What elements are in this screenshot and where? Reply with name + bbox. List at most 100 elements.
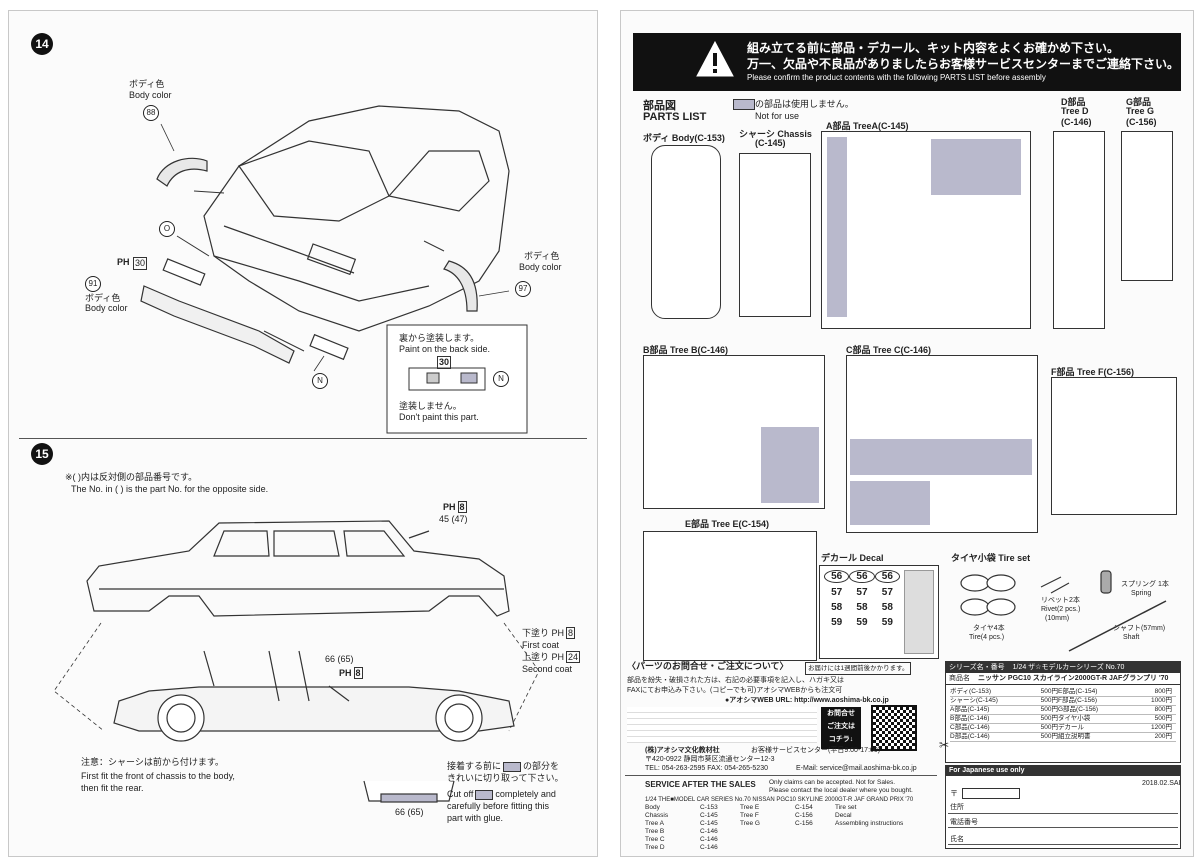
- first-coat-jp-text: 下塗り: [522, 628, 550, 638]
- address-line[interactable]: [948, 813, 1178, 814]
- cutoff-swatch-1: [503, 761, 522, 772]
- decal-number: 58: [831, 602, 843, 613]
- tree-g-en: Tree G: [1126, 106, 1155, 116]
- sas-cell: Decal: [835, 812, 852, 819]
- web-url-link[interactable]: ●アオシマWEB URL: http://www.aoshima-bk.co.j…: [725, 697, 889, 704]
- sas-cell: C-146: [700, 844, 718, 851]
- first-coat-en: First coat: [522, 640, 560, 650]
- part-66-65-callout-a: 66 (65): [325, 654, 354, 664]
- body-color-label-1-en: Body color: [129, 90, 172, 100]
- cutoff-jp1: 接着する前に: [447, 761, 502, 771]
- tire-en: Tire(4 pcs.): [969, 634, 1005, 641]
- decal-number: 58: [881, 602, 893, 613]
- ph-number-2: 30: [437, 356, 452, 369]
- name-label: 氏名: [950, 836, 964, 843]
- sas-cell: C-146: [700, 828, 718, 835]
- sas-cell: Tree E: [740, 804, 760, 811]
- ph-number-4-value: 8: [353, 667, 363, 679]
- spring-en: Spring: [1131, 590, 1152, 597]
- product-label: 商品名: [949, 675, 970, 682]
- sas-cell: Tree D: [645, 844, 665, 851]
- phone-line[interactable]: [948, 827, 1178, 828]
- sas-cell: C-145: [700, 820, 718, 827]
- no-paint-note: 塗装しません。: [399, 401, 462, 411]
- chassis-part-drawing: [739, 153, 811, 317]
- series-value: 1/24 ザ☆モデルカーシリーズ No.70: [1012, 664, 1125, 671]
- cutoff-note-en-4: part with glue.: [447, 813, 504, 823]
- price-cell: 1000円: [1151, 697, 1172, 704]
- sas-note-1: Only claims can be accepted. Not for Sal…: [769, 779, 896, 786]
- body-color-label-3-en: Body color: [519, 262, 562, 272]
- tree-c-title: C部品 Tree C(C-146): [846, 345, 932, 355]
- part-97-callout: 97: [515, 281, 531, 297]
- part-88-callout: 88: [143, 105, 159, 121]
- price-cell: 500円: [1040, 697, 1058, 704]
- second-coat-en: Second coat: [522, 664, 573, 674]
- decal-number: 58: [856, 602, 868, 613]
- sas-cell: Tire set: [835, 804, 857, 811]
- price-cell: 200円: [1154, 733, 1172, 740]
- series-label: シリーズ名・番号: [949, 664, 1005, 671]
- tire-set-title: タイヤ小袋 Tire set: [951, 553, 1031, 563]
- cutoff-swatch-2: [475, 789, 494, 800]
- parts-list-en: PARTS LIST: [643, 111, 707, 123]
- ph-number-3-value: 8: [457, 501, 467, 513]
- tree-e-title: E部品 Tree E(C-154): [685, 519, 770, 529]
- decal-sticker-strip: [904, 570, 934, 654]
- sas-row: Tree D C-146: [645, 844, 915, 852]
- body-color-label-2: ボディ色: [85, 293, 121, 303]
- sas-cell: Body: [645, 804, 660, 811]
- chassis-note: 注意：シャーシは前から付けます。: [81, 757, 224, 767]
- service-center: お客様サービスセンター(平日9:00-17:00): [751, 747, 881, 754]
- sas-cell: C-146: [700, 836, 718, 843]
- sas-cell: Assembling instructions: [835, 820, 904, 827]
- decal-number: 59: [831, 617, 843, 628]
- chassis-note-en-1: First fit the front of chassis to the bo…: [81, 771, 235, 781]
- rivet-size: (10mm): [1045, 615, 1070, 622]
- order-badge-line-3: コチラ↓: [828, 736, 854, 743]
- cutoff-note-jp-1: 接着する前に の部分を: [447, 761, 559, 772]
- decal-number: 59: [881, 617, 893, 628]
- price-table: シリーズ名・番号 1/24 ザ☆モデルカーシリーズ No.70 商品名 ニッサン…: [945, 661, 1181, 763]
- price-cell: A部品(C-145): [950, 706, 990, 713]
- price-cell: F部品(C-156): [1058, 697, 1098, 704]
- email-link[interactable]: E-Mail: service@mail.aoshima-bk.co.jp: [796, 765, 917, 772]
- ph-number-6-value: 24: [566, 651, 581, 663]
- postal-code-field[interactable]: [962, 788, 1020, 799]
- shaft-en: Shaft: [1123, 634, 1140, 641]
- tree-d-en: Tree D: [1061, 106, 1089, 116]
- rivet-en: Rivet(2 pcs.): [1041, 606, 1081, 613]
- tree-c-shaded-row: [850, 439, 1032, 475]
- qr-code[interactable]: [871, 705, 917, 751]
- sas-cell: Chassis: [645, 812, 669, 819]
- step-14-drawing: [140, 105, 528, 434]
- price-cell: 500円: [1040, 715, 1058, 722]
- tire-jp: タイヤ4本: [973, 625, 1005, 632]
- tire-set-drawing: [960, 570, 1167, 652]
- chassis-title: シャーシ Chassis: [739, 129, 812, 139]
- cutoff-jp2: の部分を: [523, 761, 560, 771]
- chassis-note-en-2: then fit the rear.: [81, 783, 144, 793]
- product-row: 商品名 ニッサン PGC10 スカイライン2000GT-R JAFグランプリ '…: [946, 673, 1180, 685]
- step-15-drawing: [53, 520, 540, 803]
- price-cell: 1200円: [1151, 724, 1172, 731]
- price-cell: B部品(C-146): [950, 715, 990, 722]
- price-cell: 500円: [1040, 733, 1058, 740]
- part-91-callout: 91: [85, 276, 101, 292]
- cutoff-note-en-3: carefully before fitting this: [447, 801, 550, 811]
- ph-number-1: 30: [133, 257, 148, 270]
- price-cell: 組立説明書: [1058, 733, 1091, 740]
- decal-number: 59: [856, 617, 868, 628]
- tree-g-drawing: [1121, 131, 1173, 281]
- product-value: ニッサン PGC10 スカイライン2000GT-R JAFグランプリ '70: [977, 675, 1169, 682]
- price-cell: 800円: [1154, 706, 1172, 713]
- name-line[interactable]: [948, 844, 1178, 845]
